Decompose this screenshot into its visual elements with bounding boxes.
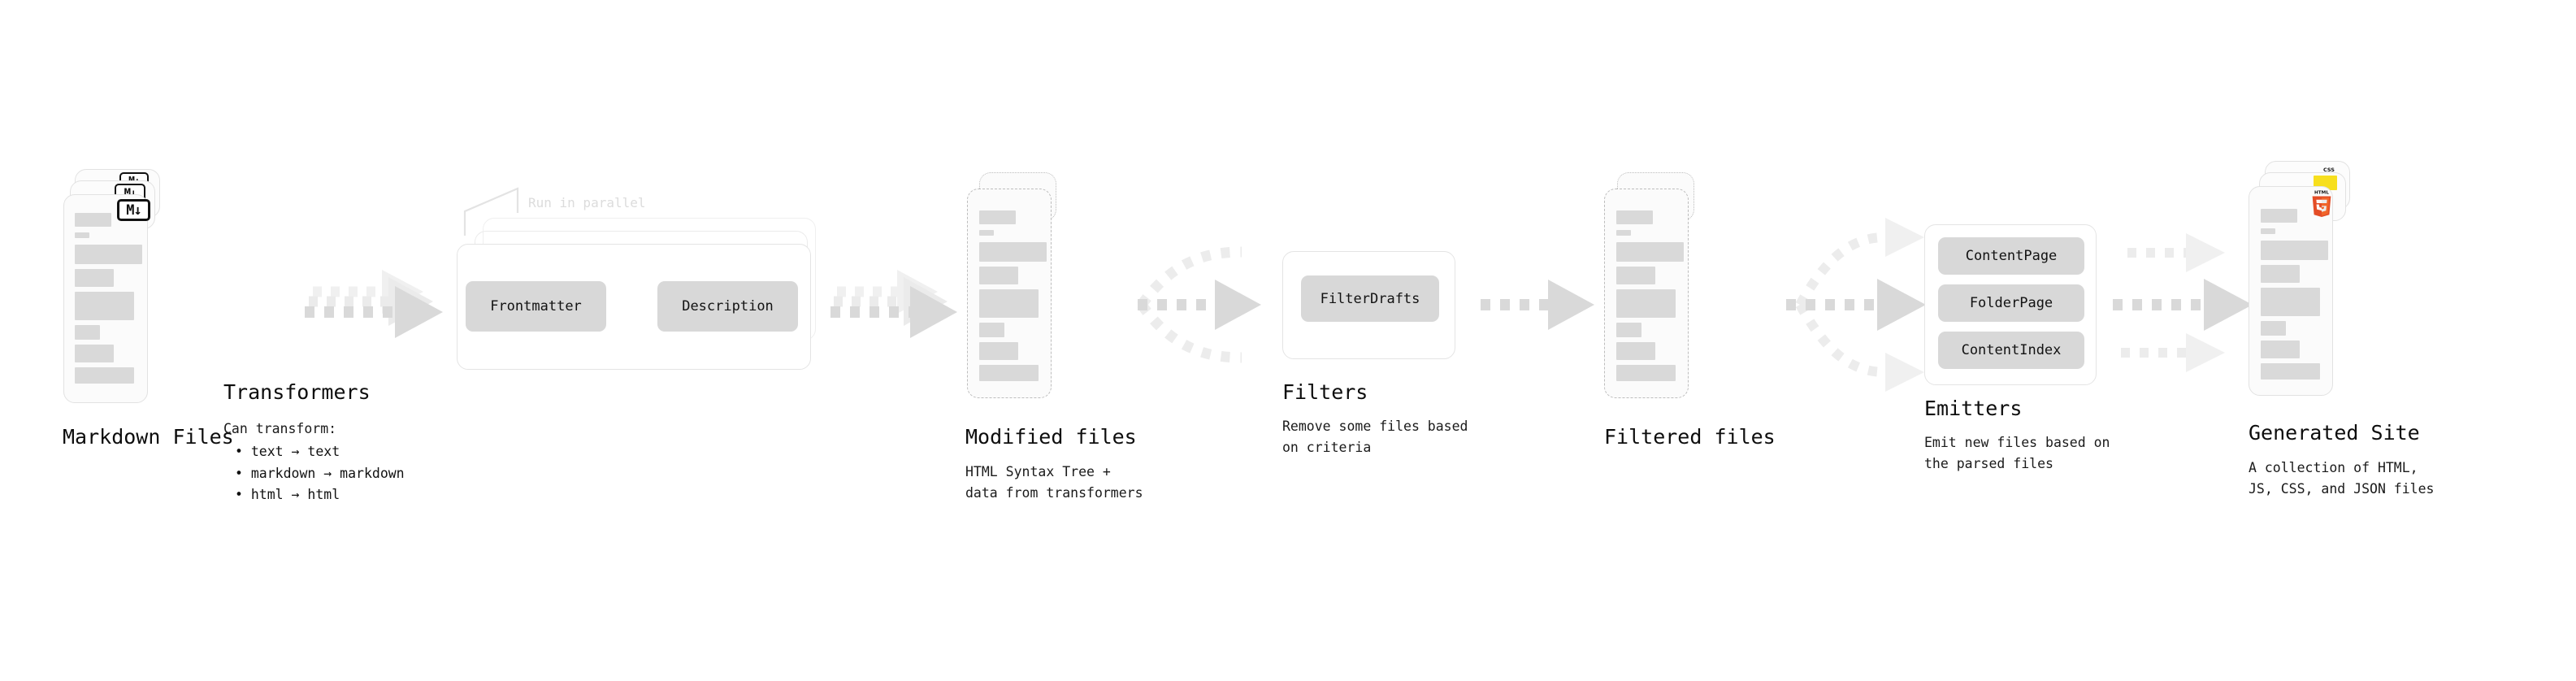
- emitter-node-contentpage[interactable]: ContentPage: [1938, 237, 2084, 275]
- skeleton-bar: [979, 242, 1047, 262]
- svg-text:CSS: CSS: [2323, 167, 2335, 173]
- markdown-badge-front: M↓: [117, 199, 150, 221]
- generated-site-subtitle: A collection of HTML, JS, CSS, and JSON …: [2249, 460, 2435, 497]
- stage-modified-files: Modified files HTML Syntax Tree + data f…: [0, 0, 1219, 681]
- skeleton-bar: [1616, 365, 1676, 381]
- skeleton-bar: [979, 289, 1039, 318]
- filters-subtitle: Remove some files based on criteria: [1282, 419, 1468, 455]
- svg-text:HTML: HTML: [2314, 191, 2329, 196]
- stage-title-filtered-files: Filtered files: [1604, 425, 1776, 449]
- filters-panel: FilterDrafts: [1282, 251, 1455, 359]
- run-in-parallel-label: Run in parallel: [528, 195, 646, 210]
- skeleton-bar: [1616, 289, 1676, 318]
- skeleton-bar: [1616, 242, 1684, 262]
- transform-bullet: markdown → markdown: [235, 463, 405, 485]
- html5-icon: HTML: [2312, 191, 2331, 218]
- skeleton-bar: [1616, 323, 1641, 337]
- stage-markdown-files: M↓ M↓ M↓ Markdown Files: [0, 0, 325, 681]
- skeleton-bar: [2261, 209, 2297, 223]
- skeleton-bar: [2261, 241, 2328, 260]
- skeleton-bar: [1616, 342, 1655, 360]
- stage-title-emitters: Emitters: [1924, 397, 2023, 420]
- skeleton-bar: [75, 367, 134, 384]
- skeleton-bar: [979, 210, 1016, 224]
- transformer-node-frontmatter[interactable]: Frontmatter: [466, 281, 606, 332]
- skeleton-bar: [2261, 363, 2320, 380]
- emitters-panel: ContentPage FolderPage ContentIndex: [1924, 224, 2097, 385]
- skeleton-bar: [75, 345, 114, 362]
- stage-transformers: Run in parallel Frontmatter Description …: [0, 0, 861, 681]
- filter-node-filterdrafts[interactable]: FilterDrafts: [1301, 275, 1439, 322]
- skeleton-bar: [75, 245, 142, 264]
- skeleton-bar: [2261, 228, 2275, 234]
- skeleton-bar: [979, 323, 1004, 337]
- stage-filters: FilterDrafts Filters Remove some files b…: [1282, 251, 1468, 455]
- skeleton-bar: [75, 292, 134, 320]
- skeleton-bar: [2261, 321, 2286, 336]
- stage-title-modified-files: Modified files: [965, 425, 1137, 449]
- skeleton-bar: [979, 267, 1018, 284]
- stage-emitters: ContentPage FolderPage ContentIndex Emit…: [1924, 224, 2110, 471]
- modified-card-front: [967, 189, 1052, 398]
- skeleton-bar: [1616, 230, 1631, 236]
- transformers-subtitle: Can transform:: [223, 421, 337, 436]
- skeleton-bar: [75, 269, 114, 287]
- stage-title-markdown-files: Markdown Files: [63, 425, 234, 449]
- transform-bullet: text → text: [235, 441, 405, 463]
- stage-title-generated-site: Generated Site: [2249, 421, 2420, 445]
- emitter-node-folderpage[interactable]: FolderPage: [1938, 284, 2084, 322]
- skeleton-bar: [2261, 265, 2300, 283]
- filtered-card-front: [1604, 189, 1689, 398]
- skeleton-bar: [979, 230, 994, 236]
- skeleton-bar: [75, 213, 111, 227]
- transformer-node-description[interactable]: Description: [657, 281, 798, 332]
- skeleton-bar: [1616, 267, 1655, 284]
- site-card-front: [2249, 186, 2333, 396]
- skeleton-bar: [75, 232, 89, 238]
- skeleton-bar: [2261, 340, 2300, 358]
- stage-filtered-files: Filtered files: [1604, 172, 1776, 449]
- skeleton-bar: [75, 325, 100, 340]
- skeleton-bar: [979, 342, 1018, 360]
- skeleton-bar: [1616, 210, 1653, 224]
- transformers-bullet-list: text → text markdown → markdown html → h…: [235, 441, 405, 506]
- emitters-subtitle: Emit new files based on the parsed files: [1924, 435, 2110, 471]
- emitter-node-contentindex[interactable]: ContentIndex: [1938, 332, 2084, 369]
- stage-title-transformers: Transformers: [223, 380, 371, 404]
- modified-files-subtitle: HTML Syntax Tree + data from transformer…: [965, 464, 1143, 501]
- transform-bullet: html → html: [235, 484, 405, 506]
- markdown-card-front: [63, 194, 148, 403]
- skeleton-bar: [2261, 288, 2320, 316]
- skeleton-bar: [979, 365, 1039, 381]
- stage-title-filters: Filters: [1282, 380, 1368, 404]
